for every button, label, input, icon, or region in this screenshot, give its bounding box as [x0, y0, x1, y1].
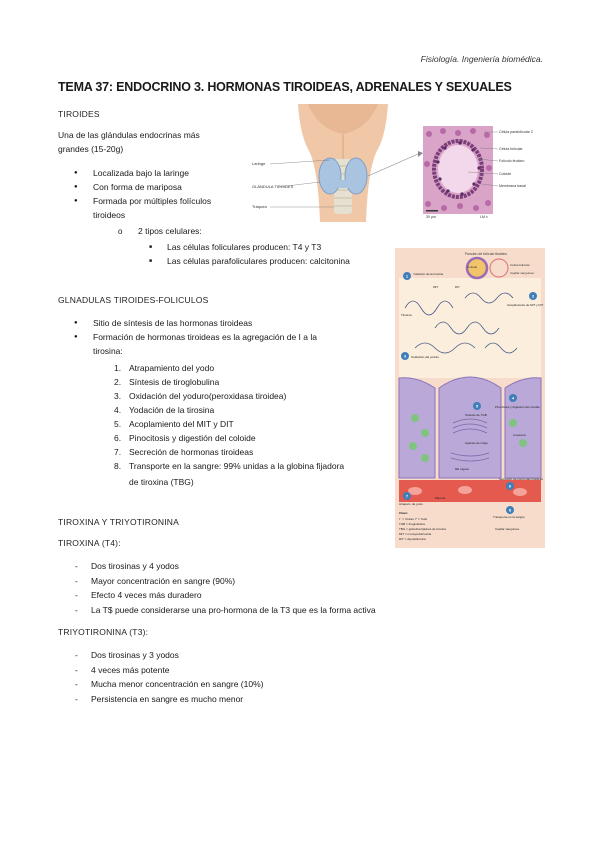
bullet-continuation: tiroideos	[93, 210, 126, 220]
page-title: TEMA 37: ENDOCRINO 3. HORMONAS TIROIDEAS…	[58, 80, 512, 94]
svg-text:4: 4	[512, 396, 515, 401]
list-item: 4 veces más potente	[58, 663, 498, 678]
svg-text:Plasma: Plasma	[435, 496, 445, 500]
svg-text:Capilar sanguíneo: Capilar sanguíneo	[495, 527, 520, 531]
list-item: 8.Transporte en la sangre: 99% unidas a …	[114, 461, 345, 471]
t3-list: Dos tirosinas y 3 yodos 4 veces más pote…	[58, 648, 498, 706]
svg-text:MIT: MIT	[433, 285, 438, 289]
list-item: 7.Secreción de hormonas tiroideas	[114, 447, 254, 457]
list-item: 3.Oxidación del yoduro(peroxidasa tiroid…	[114, 391, 287, 401]
foliculos-bullets: Sitio de síntesis de las hormonas tiroid…	[58, 316, 388, 344]
svg-text:MIT = monoyodotirosina: MIT = monoyodotirosina	[399, 532, 432, 536]
list-item: Dos tirosinas y 3 yodos	[58, 648, 498, 663]
list-item: Localizada bajo la laringe	[58, 166, 318, 180]
tiroides-bullets: Localizada bajo la laringe Con forma de …	[58, 166, 318, 208]
list-item: Mayor concentración en sangre (90%)	[58, 574, 498, 589]
svg-text:Síntesis de TGB: Síntesis de TGB	[465, 413, 487, 417]
list-item: 1.Atrapamiento del yodo	[114, 363, 215, 373]
list-item: Las células parafoliculares producen: ca…	[147, 254, 407, 268]
svg-text:Oxidación del yoduro: Oxidación del yoduro	[411, 355, 440, 359]
list-item: Las células foliculares producen: T4 y T…	[147, 240, 407, 254]
svg-text:Acoplamiento de MIT y DIT: Acoplamiento de MIT y DIT	[507, 303, 543, 307]
tiroides-subsub: Las células foliculares producen: T4 y T…	[147, 240, 407, 268]
subheading-t3: TRIYOTIRONINA (T3):	[58, 627, 149, 637]
section-heading-foliculos: GLNADULAS TIROIDES-FOLICULOS	[58, 295, 209, 305]
svg-text:Tirosina: Tirosina	[401, 313, 412, 317]
bullet-continuation: tirosina:	[93, 346, 123, 356]
list-item: 6.Pinocitosis y digestión del coloide	[114, 433, 256, 443]
course-header: Fisiología. Ingeniería biomédica.	[420, 54, 543, 64]
synthesis-steps: 1.Atrapamiento del yodo 2.Síntesis de ti…	[114, 361, 404, 473]
t4-list: Dos tirosinas y 4 yodos Mayor concentrac…	[58, 559, 498, 617]
svg-text:6: 6	[509, 484, 512, 489]
list-item: La T$ puede considerarse una pro-hormona…	[58, 603, 498, 618]
svg-text:Aparato de Golgi: Aparato de Golgi	[465, 441, 488, 445]
svg-text:Coloide: Coloide	[467, 265, 478, 269]
svg-text:Célula parafolicular C: Célula parafolicular C	[499, 130, 534, 134]
label-laringe: Laringe	[252, 161, 266, 166]
list-item: Con forma de mariposa	[58, 180, 318, 194]
svg-text:TBG = globulina fijadora de ti: TBG = globulina fijadora de tiroxina	[399, 527, 446, 531]
svg-text:Folículo tiroideo: Folículo tiroideo	[499, 159, 524, 163]
list-item: 2 tipos celulares:	[118, 225, 202, 238]
svg-text:5: 5	[476, 404, 479, 409]
svg-text:TGB = tiroglobulina: TGB = tiroglobulina	[399, 522, 425, 526]
follicle-function-figure: Función de folículo tiroideo Coloide Cél…	[395, 248, 545, 548]
tiroides-sub: 2 tipos celulares:	[118, 225, 202, 238]
list-item: Formación de hormonas tiroideas es la ag…	[58, 330, 388, 344]
svg-text:Clave:: Clave:	[399, 511, 408, 515]
svg-text:Secreción de hormonas tiroidea: Secreción de hormonas tiroideas	[499, 477, 543, 481]
tiroides-intro: Una de las glándulas endocrinas más gran…	[58, 130, 200, 154]
svg-text:Coloide: Coloide	[499, 172, 511, 176]
svg-text:Lisosoma: Lisosoma	[513, 433, 526, 437]
svg-text:3: 3	[404, 354, 407, 359]
svg-text:8: 8	[509, 508, 512, 513]
histology-tag: LM x	[480, 215, 488, 219]
list-item: Mucha menor concentración en sangre (10%…	[58, 677, 498, 692]
list-item: Formada por múltiples folículos	[58, 194, 318, 208]
svg-text:1: 1	[406, 274, 409, 279]
svg-text:DIT: DIT	[455, 285, 460, 289]
svg-text:DIT = diyodotirosina: DIT = diyodotirosina	[399, 537, 426, 541]
list-item: Dos tirosinas y 4 yodos	[58, 559, 498, 574]
section-heading-tiroides: TIROIDES	[58, 109, 100, 119]
label-traquea: Tráquea	[252, 204, 268, 209]
scale-bar: 30 µm	[426, 215, 436, 219]
list-item: 2.Síntesis de tiroglobulina	[114, 377, 220, 387]
svg-text:Membrana basal: Membrana basal	[499, 184, 526, 188]
svg-text:Función de folículo tiroideo: Función de folículo tiroideo	[465, 252, 507, 256]
thyroid-anatomy-figure: Laringe GLÁNDULA TIROIDES Tráquea Célula…	[248, 104, 548, 222]
list-item: 5.Acoplamiento del MIT y DIT	[114, 419, 234, 429]
svg-text:Célula folicular: Célula folicular	[499, 147, 523, 151]
svg-text:7: 7	[406, 494, 409, 499]
svg-text:Yodación de la tirosina: Yodación de la tirosina	[413, 272, 443, 276]
svg-text:Atrapam. de yodo: Atrapam. de yodo	[399, 502, 423, 506]
svg-text:I⁻ = Yoduro I° = Yodo: I⁻ = Yoduro I° = Yodo	[399, 517, 427, 521]
svg-text:Capilar sanguíneo: Capilar sanguíneo	[510, 271, 535, 275]
section-heading-tiroxina: TIROXINA Y TRIYOTIRONINA	[58, 517, 179, 527]
svg-text:2: 2	[532, 294, 535, 299]
svg-text:Transporte en la sangre: Transporte en la sangre	[493, 515, 525, 519]
list-item: 4.Yodación de la tirosina	[114, 405, 215, 415]
list-item: Persistencia en sangre es mucho menor	[58, 692, 498, 707]
subheading-t4: TIROXINA (T4):	[58, 538, 121, 548]
list-item: Sitio de síntesis de las hormonas tiroid…	[58, 316, 388, 330]
label-glandula: GLÁNDULA TIROIDES	[252, 184, 294, 189]
step-continuation: de tiroxina (TBG)	[129, 477, 194, 487]
list-item: Efecto 4 veces más duradero	[58, 588, 498, 603]
svg-text:Célula folicular: Célula folicular	[510, 263, 530, 267]
svg-text:RE rugoso: RE rugoso	[455, 467, 470, 471]
svg-text:Pinocitosis y digestión del co: Pinocitosis y digestión del coloide	[495, 405, 540, 409]
